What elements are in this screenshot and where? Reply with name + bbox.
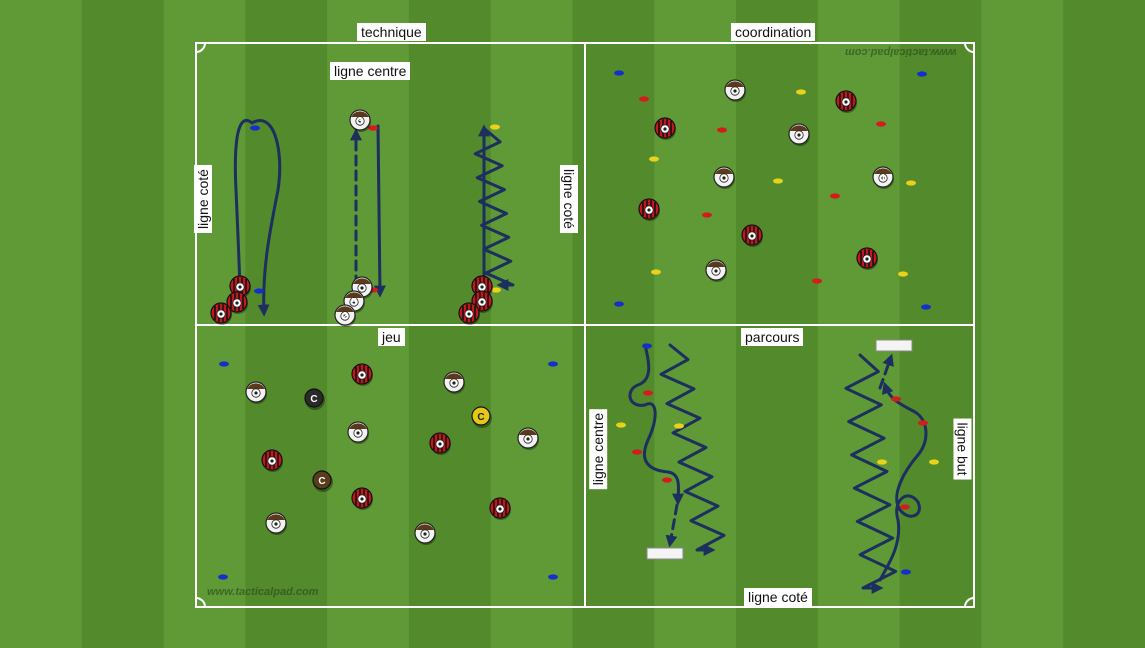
player-number: 1 [880,173,886,184]
ligne-cote-left-label: ligne coté [194,165,212,233]
cone-blue [548,361,558,366]
cone-red [717,127,727,132]
jeu-label: jeu [378,328,405,346]
cone-blue [219,361,229,366]
coordination-label: coordination [731,23,815,41]
cone-blue [250,125,260,130]
cone-yellow [898,271,908,276]
cone-red [918,420,928,425]
grass-stripe [82,0,165,648]
cone-blue [917,71,927,76]
cone-blue [614,70,624,75]
cone-red [632,449,642,454]
ligne-cote-bottom-label: ligne coté [744,588,812,606]
grass-stripe [1063,0,1145,648]
cone-blue [254,288,264,293]
player-number: 3 [357,116,363,127]
cone-red [891,396,901,401]
cone-blue [218,574,228,579]
ligne-centre-top-label: ligne centre [330,62,410,80]
cone-blue [921,304,931,309]
cone-blue [901,569,911,574]
player-number: C [310,394,317,405]
cone-yellow [616,422,626,427]
cone-yellow [929,459,939,464]
cone-red [662,477,672,482]
path-straight-down [378,126,380,294]
cone-yellow [877,459,887,464]
cone-red [900,504,910,509]
parcours-label: parcours [741,328,803,346]
cone-yellow [796,89,806,94]
cone-blue [642,343,652,348]
grass-stripe [981,0,1064,648]
ligne-cote-mid-label: ligne coté [560,165,578,233]
technique-label: technique [357,23,426,41]
player-number: C [318,476,325,487]
goal-left [647,548,683,559]
cone-blue [614,301,624,306]
cone-red [830,193,840,198]
cone-red [702,212,712,217]
cone-red [639,96,649,101]
player-number: 2 [342,311,348,322]
cone-red [643,390,653,395]
cone-red [876,121,886,126]
cone-yellow [490,124,500,129]
grass-stripe [0,0,83,648]
goal-right [876,340,912,351]
cone-yellow [906,180,916,185]
ligne-but-label: ligne but [953,419,971,480]
watermark-top-right: www.tacticalpad.com [845,46,956,58]
player-number: C [477,412,484,423]
player-number: 5 [351,297,357,308]
watermark-bottom-left: www.tacticalpad.com [207,586,318,598]
cone-yellow [651,269,661,274]
ligne-centre-bottom-label: ligne centre [589,409,607,489]
cone-blue [548,574,558,579]
cone-red [812,278,822,283]
cone-yellow [674,423,684,428]
cone-yellow [773,178,783,183]
cone-yellow [649,156,659,161]
